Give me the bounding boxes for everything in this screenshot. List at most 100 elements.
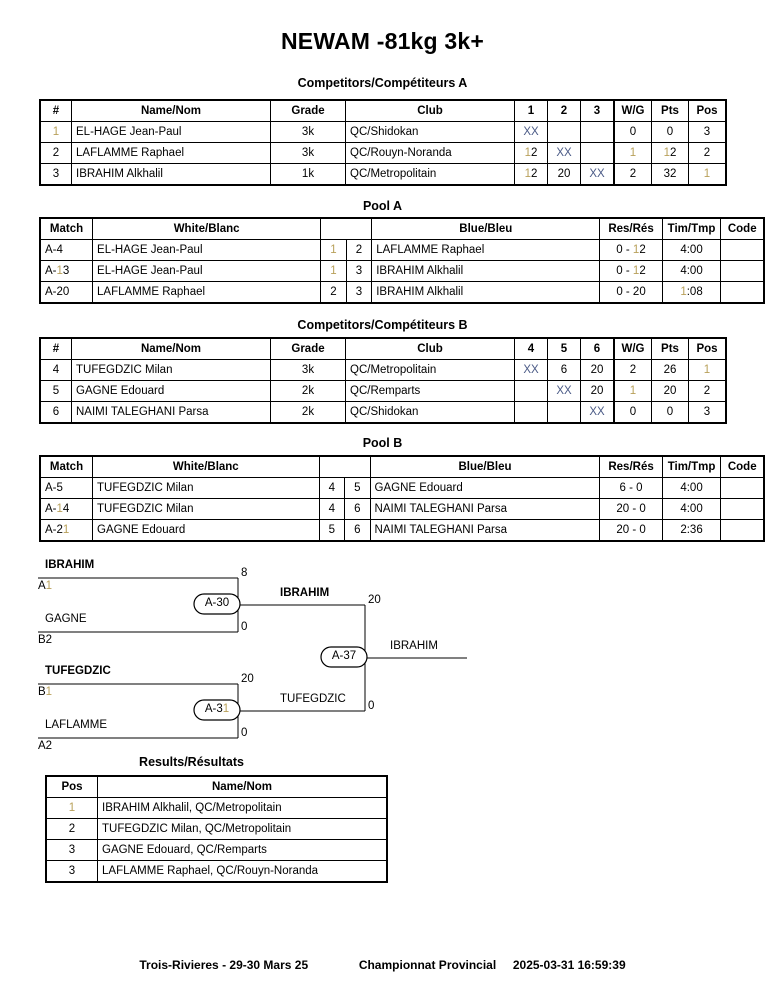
cell-num: 4 [39,359,72,381]
cell-num: 2 [39,142,72,164]
cell-num: 6 [39,401,72,424]
cell-match: A-14 [39,498,93,520]
cell-white: TUFEGDZIC Milan [92,498,320,520]
cell-grade: 3k [270,121,346,143]
cell-num: 5 [39,380,72,402]
th-name: Name/Nom [71,99,271,122]
th-tim: Tim/Tmp [661,217,722,240]
cell-cross-2 [547,401,581,424]
bracket-entry-score-1: 8 [241,567,248,579]
page-title: NEWAM -81kg 3k+ [280,28,485,54]
cell-blue: IBRAHIM Alkhalil [371,260,601,282]
cell-name: LAFLAMME Raphael [71,142,271,164]
bracket-entry-name-3: TUFEGDZIC [45,665,111,677]
cell-tim: 4:00 [661,260,722,282]
cell-wg: 1 [613,142,652,164]
bracket-pill-label-a31[interactable]: A-31 [204,703,230,715]
bracket-semifinal-score-1: 20 [368,594,381,606]
bracket-entry-seed-4: A2 [38,740,53,752]
competitors-b-caption: Competitors/Compétiteurs B [297,318,468,332]
cell-num: 1 [39,121,72,143]
bracket-entry-name-2: GAGNE [45,613,87,625]
bracket-semifinal-winner-1: IBRAHIM [280,587,330,599]
cell-blue-num: 5 [344,477,371,499]
th-blue: Blue/Bleu [369,455,601,478]
bracket-pill-label-a30[interactable]: A-30 [204,597,230,609]
cell-pos: 1 [45,797,98,819]
cell-res: 0 - 12 [599,260,663,282]
cell-club: QC/Metropolitain [345,359,515,381]
bracket-lines [38,577,467,739]
bracket-entry-name-4: LAFLAMME [45,719,107,731]
pool-b-table-wrap: Match White/Blanc Blue/Bleu Res/Rés Tim/… [39,455,765,542]
competitors-b-table-wrap: # Name/Nom Grade Club 4 5 6 W/G Pts Pos … [39,337,727,424]
cell-white: TUFEGDZIC Milan [92,477,320,499]
cell-tim: 4:00 [661,239,722,261]
cell-name: TUFEGDZIC Milan [71,359,271,381]
results-caption: Results/Résultats [139,755,244,769]
bracket-entry-name-1: IBRAHIM [45,559,95,571]
cell-res: 0 - 20 [599,281,663,304]
cell-name: IBRAHIM Alkhalil, QC/Metropolitain [97,797,388,819]
bracket-pill-label-a37[interactable]: A-37 [331,650,357,662]
cell-cross-2 [547,121,581,143]
cell-name: EL-HAGE Jean-Paul [71,121,271,143]
cell-blue-num: 3 [345,260,373,282]
cell-cross-3 [580,142,615,164]
competitors-a-table-wrap: # Name/Nom Grade Club 1 2 3 W/G Pts Pos … [39,99,727,186]
th-club: Club [345,337,515,360]
cell-code [720,498,765,520]
cell-club: QC/Rouyn-Noranda [345,142,515,164]
cell-cross-1: XX [514,359,548,381]
table-header-row: Pos Name/Nom [45,775,388,798]
cell-match: A-4 [39,239,94,261]
th-code: Code [720,455,765,478]
cell-wg: 1 [613,380,652,402]
competitors-a-caption: Competitors/Compétiteurs A [297,76,468,90]
cell-cross-3: 20 [580,359,615,381]
cell-pos: 3 [688,401,727,424]
th-blue-num [344,455,371,478]
cell-wg: 2 [613,359,652,381]
th-wg: W/G [613,337,652,360]
cell-blue-num: 6 [344,519,371,542]
th-name: Name/Nom [71,337,271,360]
cell-cross-2: XX [547,142,581,164]
cell-blue-num: 2 [345,239,373,261]
cell-res: 20 - 0 [599,519,663,542]
footer-event: Championnat Provincial [358,958,497,972]
cell-pos: 3 [45,860,98,883]
cell-white-num: 1 [320,239,347,261]
th-cross-3: 3 [580,99,615,122]
cell-blue-num: 3 [345,281,373,304]
cell-grade: 1k [270,163,346,186]
cell-code [720,239,765,261]
th-blue-num [346,217,373,240]
cell-grade: 3k [270,142,346,164]
th-pos: Pos [45,775,98,798]
cell-blue-num: 6 [344,498,371,520]
cell-name: GAGNE Edouard, QC/Remparts [97,839,388,861]
cell-pos: 3 [688,121,727,143]
pool-a-caption: Pool A [362,199,403,213]
th-pos: Pos [688,337,727,360]
cell-code [720,477,765,499]
cell-wg: 0 [613,401,652,424]
cell-grade: 3k [270,359,346,381]
cell-white: LAFLAMME Raphael [92,281,322,304]
cell-cross-2: 20 [547,163,581,186]
bracket-match-pill-a37 [320,646,368,668]
